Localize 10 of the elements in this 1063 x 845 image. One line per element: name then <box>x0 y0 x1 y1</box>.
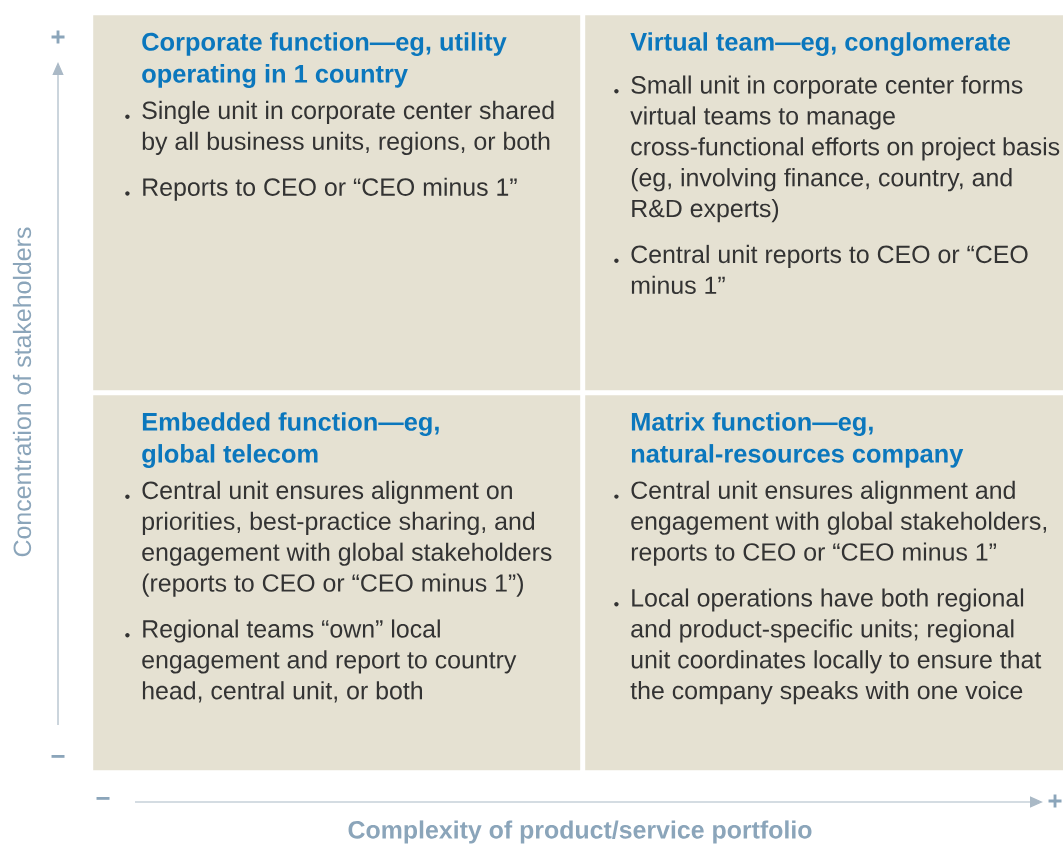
axis-sign: + <box>51 30 65 44</box>
axis-sign: + <box>1048 794 1062 808</box>
quadrant-box: Virtual team—eg, conglomerate Small unit in corporate center forms virtual teams to manage cross-functional efforts on project basis (eg, involving finance, country, and R&D experts) Central unit reports to CEO or “CEO minus 1” <box>585 15 1063 391</box>
axis-label: Concentration of stakeholders <box>12 227 32 557</box>
axis-label: Complexity of product/service portfolio <box>348 820 812 844</box>
axis-sign: − <box>51 755 65 758</box>
quadrant-box: Corporate function—eg, utility operating in 1 country Single unit in corporate center shared by all business units, regions, or both Reports to CEO or “CEO minus 1” <box>93 15 581 391</box>
quadrant-box: Matrix function—eg, natural-resources company Central unit ensures alignment and engagement with global stakeholders, reports to CEO or “CEO minus 1” Local operations have both regional and product-specific units; regional unit coordinates locally to ensure that the company speaks with one voice <box>585 395 1063 771</box>
quadrant-box: Embedded function—eg, global telecom Central unit ensures alignment on priorities, best-practice sharing, and engagement with global stakeholders (reports to CEO or “CEO minus 1”) Regional teams “own” local engagement and report to country head, central unit, or both <box>93 395 581 771</box>
axis-sign: − <box>96 797 110 800</box>
